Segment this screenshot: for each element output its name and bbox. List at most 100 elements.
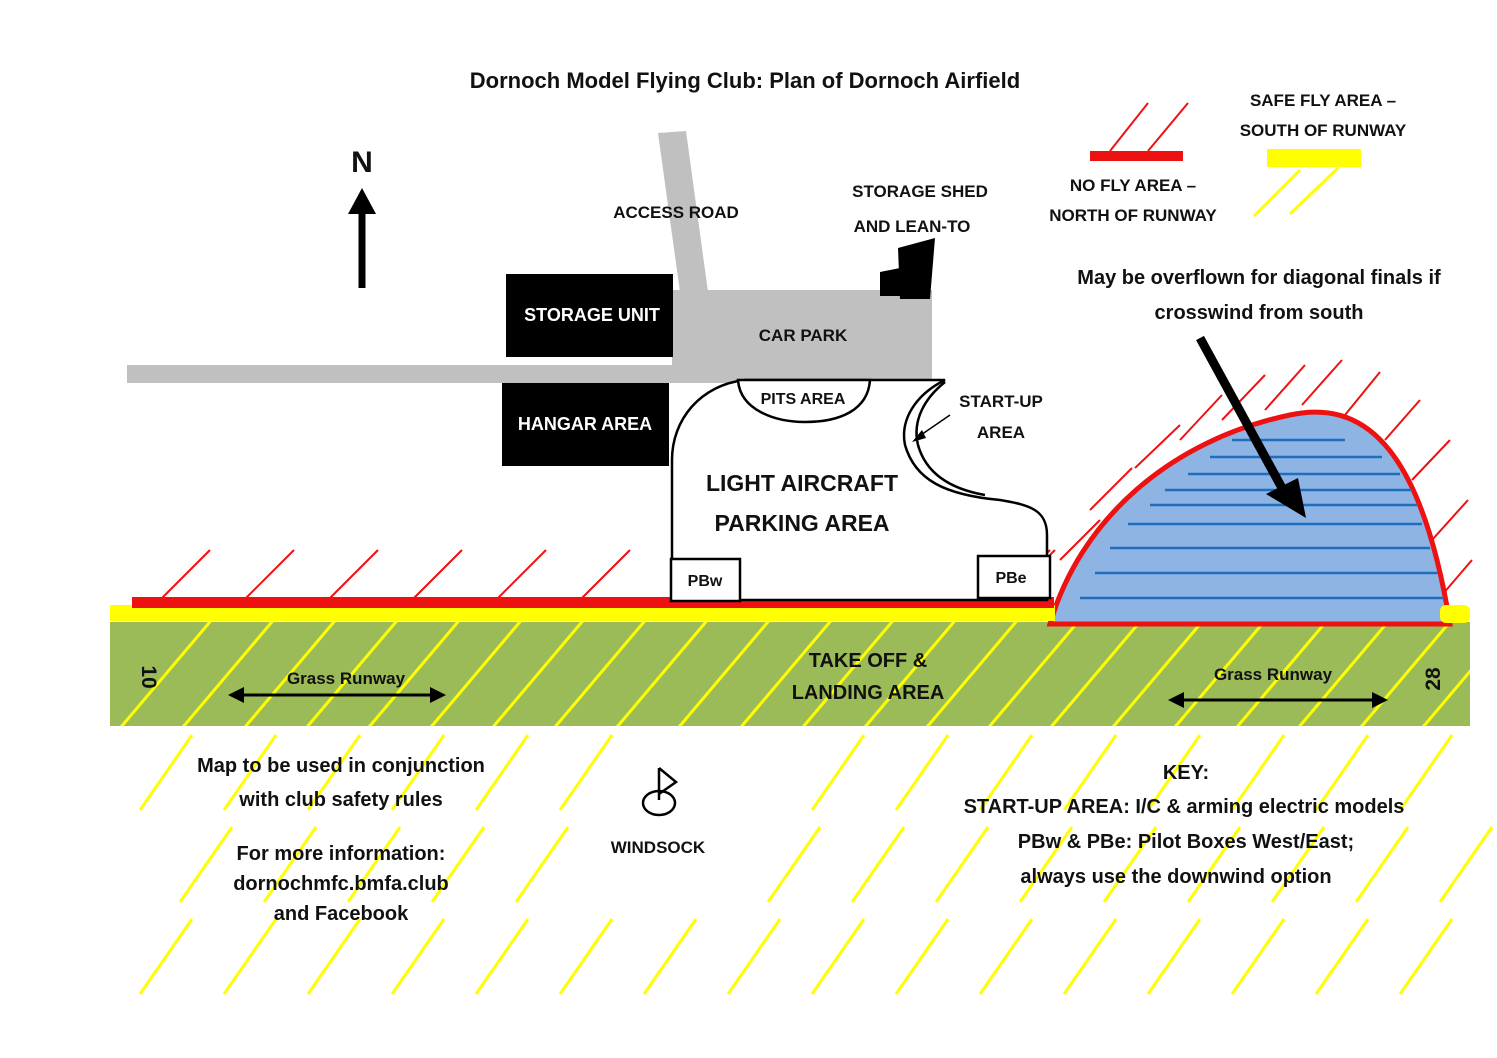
start-up-label-2: AREA [977, 423, 1025, 442]
runway-hatch-line [367, 622, 460, 726]
safe-fly-hatch-line [1398, 918, 1454, 995]
overflow-hatch-line [1384, 399, 1421, 441]
safe-fly-hatch-line [934, 826, 990, 903]
safe-fly-hatch-line [558, 918, 614, 995]
runway-hatch-line [801, 622, 894, 726]
start-up-pointer-arrow [912, 414, 951, 442]
windsock-icon [641, 767, 679, 817]
safe-fly-hatch-line [222, 734, 278, 811]
pbw-label: PBw [688, 573, 723, 590]
runway-hatch-line [553, 622, 646, 726]
safe-fly-hatch-line [850, 826, 906, 903]
storage-shed [880, 268, 902, 296]
takeoff-label: TAKE OFF & [809, 650, 928, 672]
runway-hatch-line [987, 622, 1080, 726]
safe-fly-edge-east [1440, 605, 1470, 623]
overflow-pointer-arrow [1196, 335, 1306, 518]
car-park-label: CAR PARK [759, 326, 848, 345]
safe-fly-hatch-line [726, 918, 782, 995]
safe-fly-hatch-line [346, 826, 402, 903]
safe-fly-hatch-line [810, 918, 866, 995]
map-title: Dornoch Model Flying Club: Plan of Dorno… [470, 68, 1020, 93]
safe-fly-hatch-line [1186, 826, 1242, 903]
safe-fly-hatch-line [1438, 826, 1494, 903]
info-url: dornochmfc.bmfa.club [233, 873, 449, 895]
pilot-box-east [976, 554, 1052, 600]
main-road [127, 365, 932, 383]
runway-hatch-line [1421, 669, 1470, 726]
runway-10-label: 10 [137, 665, 160, 688]
safe-fly-hatching [138, 734, 1494, 995]
safe-fly-hatch-line [894, 734, 950, 811]
safe-fly-hatch-line [514, 826, 570, 903]
safe-fly-hatch-line [474, 918, 530, 995]
no-fly-hatch-line [327, 549, 379, 601]
start-up-area [915, 381, 986, 497]
storage-unit-label: STORAGE UNIT [524, 305, 660, 325]
no-fly-hatch-line [243, 549, 295, 601]
pilot-box-west [669, 557, 742, 603]
grass-runway-east-label: Grass Runway [1214, 665, 1333, 684]
storage-unit [506, 274, 673, 357]
overflow-hatch-line [1059, 519, 1101, 561]
light-aircraft-label: LIGHT AIRCRAFT [706, 470, 898, 496]
pits-area [736, 378, 872, 424]
pits-area-label: PITS AREA [761, 391, 846, 408]
runway-hatch-line [925, 622, 1018, 726]
overflown-label-2: crosswind from south [1155, 302, 1364, 324]
runway-hatch-line [491, 622, 584, 726]
safe-fly-hatch-line [1062, 918, 1118, 995]
runway-hatch-line [429, 622, 522, 726]
runway-hatch-line [305, 622, 398, 726]
safe-fly-hatch-line [1230, 918, 1286, 995]
access-road [658, 131, 708, 292]
safe-fly-hatch-line [558, 734, 614, 811]
hangar-area [502, 383, 669, 466]
key-title: KEY: [1163, 762, 1209, 784]
overflow-zone-hatching [1059, 359, 1473, 596]
info-facebook: and Facebook [274, 903, 409, 925]
access-road-label: ACCESS ROAD [613, 203, 739, 222]
safe-fly-hatch-line [306, 918, 362, 995]
safe-fly-hatch-line [1062, 734, 1118, 811]
runway-hatch-line [1359, 622, 1452, 726]
start-up-label: START-UP [959, 392, 1043, 411]
overflow-hatch-line [1441, 559, 1473, 596]
overflow-hatch-line [1221, 374, 1266, 421]
info-note: For more information: [237, 843, 446, 865]
no-fly-hatch-line [159, 549, 211, 601]
overflown-label: May be overflown for diagonal finals if [1077, 267, 1441, 289]
legend-no-fly-label: NO FLY AREA – [1070, 176, 1196, 195]
runway-28-label: 28 [1422, 667, 1445, 691]
light-aircraft-label-2: PARKING AREA [714, 510, 889, 536]
lean-to [898, 238, 935, 299]
runway-west-double-arrow [228, 687, 446, 703]
overflow-hatch-line [1134, 424, 1181, 469]
safe-fly-hatch-line [1102, 826, 1158, 903]
hangar-area-label: HANGAR AREA [518, 414, 652, 434]
safe-fly-hatch-line [178, 826, 234, 903]
map-use-note: Map to be used in conjunction [197, 755, 485, 777]
legend-safe-fly-label-2: SOUTH OF RUNWAY [1240, 121, 1407, 140]
overflow-hatch-line [1089, 467, 1133, 511]
takeoff-label-2: LANDING AREA [792, 682, 945, 704]
overflow-hatch-line [1431, 499, 1469, 541]
safe-fly-hatch-line [1398, 734, 1454, 811]
overflow-hatch-line [1411, 439, 1451, 481]
key-downwind: always use the downwind option [1020, 866, 1331, 888]
overflow-hatch-line [1264, 364, 1306, 411]
safe-fly-hatch-line [978, 918, 1034, 995]
runway-hatch-line [181, 622, 274, 726]
safe-fly-hatch-line [262, 826, 318, 903]
runway-hatch-line [739, 622, 832, 726]
pbe-label: PBe [995, 570, 1026, 587]
safe-fly-hatch-line [430, 826, 486, 903]
runway-east-double-arrow [1168, 692, 1388, 708]
safe-fly-hatch-line [1270, 826, 1326, 903]
safe-fly-hatch-line [810, 734, 866, 811]
legend-safe-fly-sample [1252, 149, 1361, 218]
safe-fly-hatch-line [642, 918, 698, 995]
storage-shed-label: STORAGE SHED [852, 182, 988, 201]
overflow-zone [1046, 409, 1453, 627]
